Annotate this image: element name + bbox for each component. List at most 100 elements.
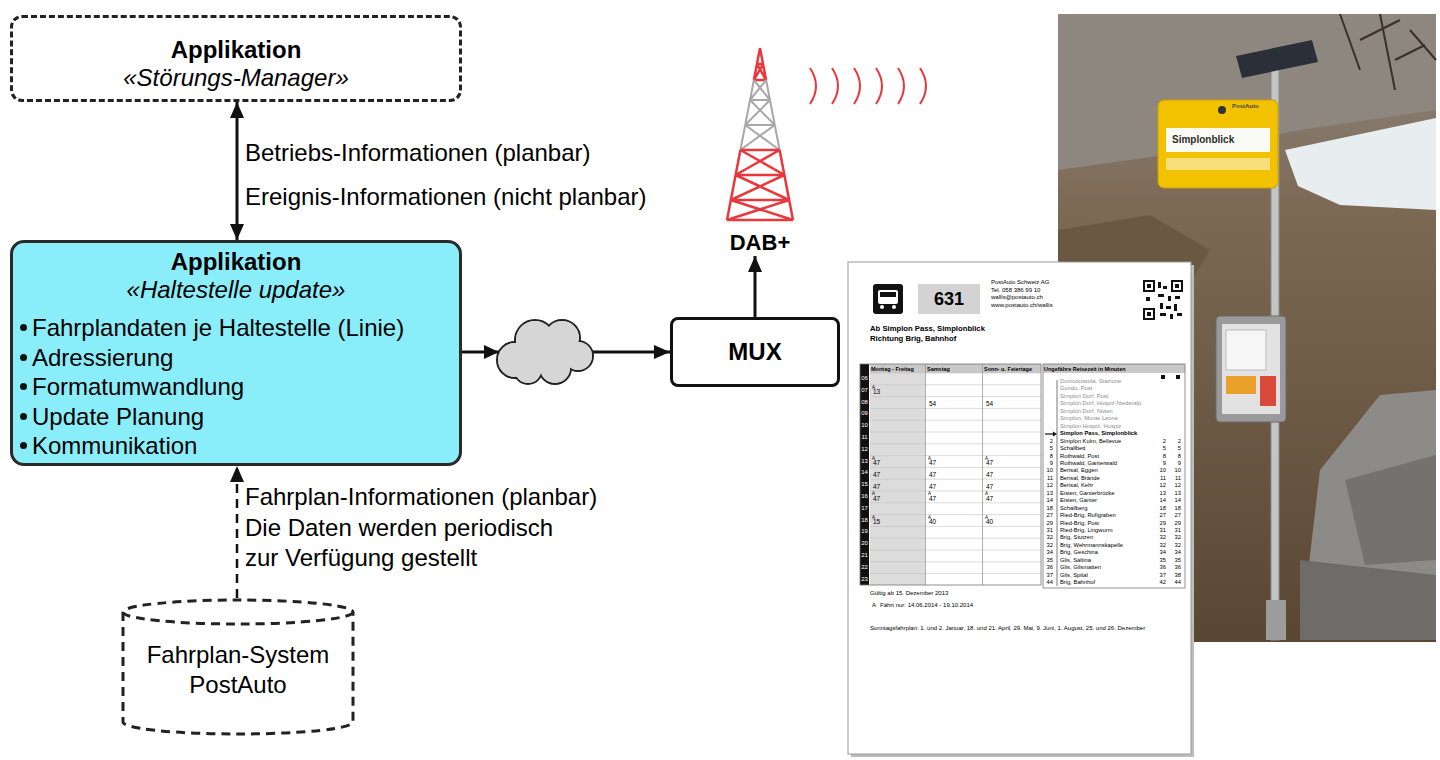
timetable-sheet xyxy=(1173,282,1181,290)
timetable-sheet xyxy=(1174,304,1177,311)
stop-minutes: 5 xyxy=(1169,445,1181,452)
stop-minutes: 32 xyxy=(1169,542,1181,549)
stop-name: Simplon, Monte Leone xyxy=(1060,415,1160,422)
timetable-sheet xyxy=(1158,282,1161,288)
stop-minutes: 31 xyxy=(1154,527,1166,534)
timetable-sheet xyxy=(1045,433,1054,434)
timetable-sheet xyxy=(1053,432,1057,437)
stop-minutes: 31 xyxy=(1169,527,1181,534)
stop-minutes: 29 xyxy=(1169,520,1181,527)
footnote-marker: A xyxy=(872,602,880,610)
stop-minutes: 13 xyxy=(1041,490,1053,497)
stop-minutes: 35 xyxy=(1041,557,1053,564)
bus-stop-photo xyxy=(1285,118,1436,210)
timetable-sheet xyxy=(870,364,1041,373)
timetable-sheet xyxy=(1143,280,1183,320)
timetable-sheet xyxy=(918,284,980,314)
stop-name: Gondo, Post xyxy=(1060,385,1160,392)
timetable-sheet xyxy=(1170,314,1173,319)
timetable-sheet xyxy=(892,305,896,309)
timetable-sheet xyxy=(1166,306,1171,309)
bus-stop-photo xyxy=(1166,128,1270,152)
stop-minutes: 35 xyxy=(1154,557,1166,564)
departure-time: 47 xyxy=(873,471,893,479)
stop-minutes: 12 xyxy=(1041,482,1053,489)
timetable-sheet xyxy=(1147,284,1151,288)
stop-minutes: 2 xyxy=(1041,438,1053,445)
hour-cell: 13 xyxy=(860,456,869,468)
mux-box: MUX xyxy=(670,317,840,387)
dab-tower xyxy=(754,48,766,80)
bus-stop-photo xyxy=(1345,455,1436,565)
stop-minutes: 18 xyxy=(1154,505,1166,512)
stop-minutes: 13 xyxy=(1154,490,1166,497)
timetable-sheet xyxy=(1160,303,1163,309)
footnote: Fährt nur: 14.06.2014 - 19.10.2014 xyxy=(880,602,1080,610)
stop-minutes: 8 xyxy=(1041,453,1053,460)
hour-cell: 11 xyxy=(860,432,869,444)
timetable-sheet xyxy=(1176,375,1180,379)
bus-stop-photo xyxy=(1300,560,1436,640)
timetable-sheet xyxy=(878,290,898,304)
departure-time: 40 xyxy=(986,518,1006,526)
network-cloud xyxy=(497,320,593,384)
stop-name: Glis, Spital xyxy=(1060,572,1154,579)
radio-waves xyxy=(810,68,816,104)
timetable-sheet xyxy=(1175,296,1180,299)
stop-minutes: 27 xyxy=(1041,512,1053,519)
stop-minutes: 12 xyxy=(1154,482,1166,489)
timetable-sheet xyxy=(880,292,896,297)
stop-minutes: 37 xyxy=(1154,572,1166,579)
stop-minutes: 2 xyxy=(1154,438,1166,445)
column-header: Sonn- u. Feiertage xyxy=(983,365,1042,374)
task-item: Adressierung xyxy=(19,343,453,373)
bus-stop-photo xyxy=(1236,40,1318,78)
stop-minutes: 32 xyxy=(1041,534,1053,541)
departure-time: 47 xyxy=(929,471,949,479)
stop-minutes: 18 xyxy=(1041,505,1053,512)
stop-name: Ried-Brig, Rufigraben xyxy=(1060,512,1154,519)
bus-stop-photo xyxy=(1260,376,1276,406)
bus-stop-photo xyxy=(1158,100,1278,188)
stop-name: Berisal, Eggen xyxy=(1060,467,1154,474)
app-subtitle: «Störungs-Manager» xyxy=(13,64,459,92)
stop-name: Rothwald, Ganterwald xyxy=(1060,460,1154,467)
radio-waves xyxy=(854,68,860,104)
departure-time: 15 xyxy=(873,518,893,526)
system-name: Fahrplan-System PostAuto xyxy=(133,640,343,700)
stop-minutes: 34 xyxy=(1154,549,1166,556)
stop-minutes: 11 xyxy=(1169,475,1181,482)
stop-minutes: 44 xyxy=(1169,579,1181,586)
departure-time: 47 xyxy=(929,483,949,491)
flow-label: Fahrplan-Informationen (planbar) xyxy=(245,482,665,512)
departure-time: 47 xyxy=(986,495,1006,503)
application-box: Applikation«Haltestelle update»Fahrpland… xyxy=(10,240,462,466)
hour-cell: 20 xyxy=(860,538,869,550)
stop-minutes: 14 xyxy=(1154,497,1166,504)
timetable-sheet xyxy=(1175,284,1179,288)
hour-cell: 12 xyxy=(860,444,869,456)
departure-time: 54 xyxy=(986,400,1006,408)
stop-minutes: 10 xyxy=(1154,467,1166,474)
task-item: Formatumwandlung xyxy=(19,372,453,402)
stop-name: Simplon Pass, Simplonblick xyxy=(1060,430,1160,437)
task-item: Fahrplandaten je Haltestelle (Linie) xyxy=(19,313,453,343)
timetable-sheet xyxy=(880,305,884,309)
task-item: Kommunikation xyxy=(19,431,453,461)
company-info: PostAuto Schweiz AG Tel. 058 386 99 10 w… xyxy=(991,279,1057,309)
flow-note: Die Daten werden periodisch zur Verfügun… xyxy=(245,513,585,573)
stop-name: Schallbett xyxy=(1060,445,1154,452)
bus-stop-photo xyxy=(1222,324,1280,414)
departure-time: 47 xyxy=(929,459,949,467)
timetable-sheet xyxy=(1168,296,1171,301)
stop-minutes: 32 xyxy=(1154,542,1166,549)
timetable-sheet xyxy=(1161,375,1165,379)
timetable-sheet xyxy=(860,364,1041,585)
network-cloud xyxy=(520,345,570,370)
timetable-sheet xyxy=(1171,280,1183,292)
stop-minutes: 42 xyxy=(1154,579,1166,586)
stop-minutes: 36 xyxy=(1041,564,1053,571)
stop-name: Schallberg xyxy=(1060,505,1154,512)
timetable-sheet xyxy=(1043,364,1185,373)
departure-time: 47 xyxy=(986,483,1006,491)
